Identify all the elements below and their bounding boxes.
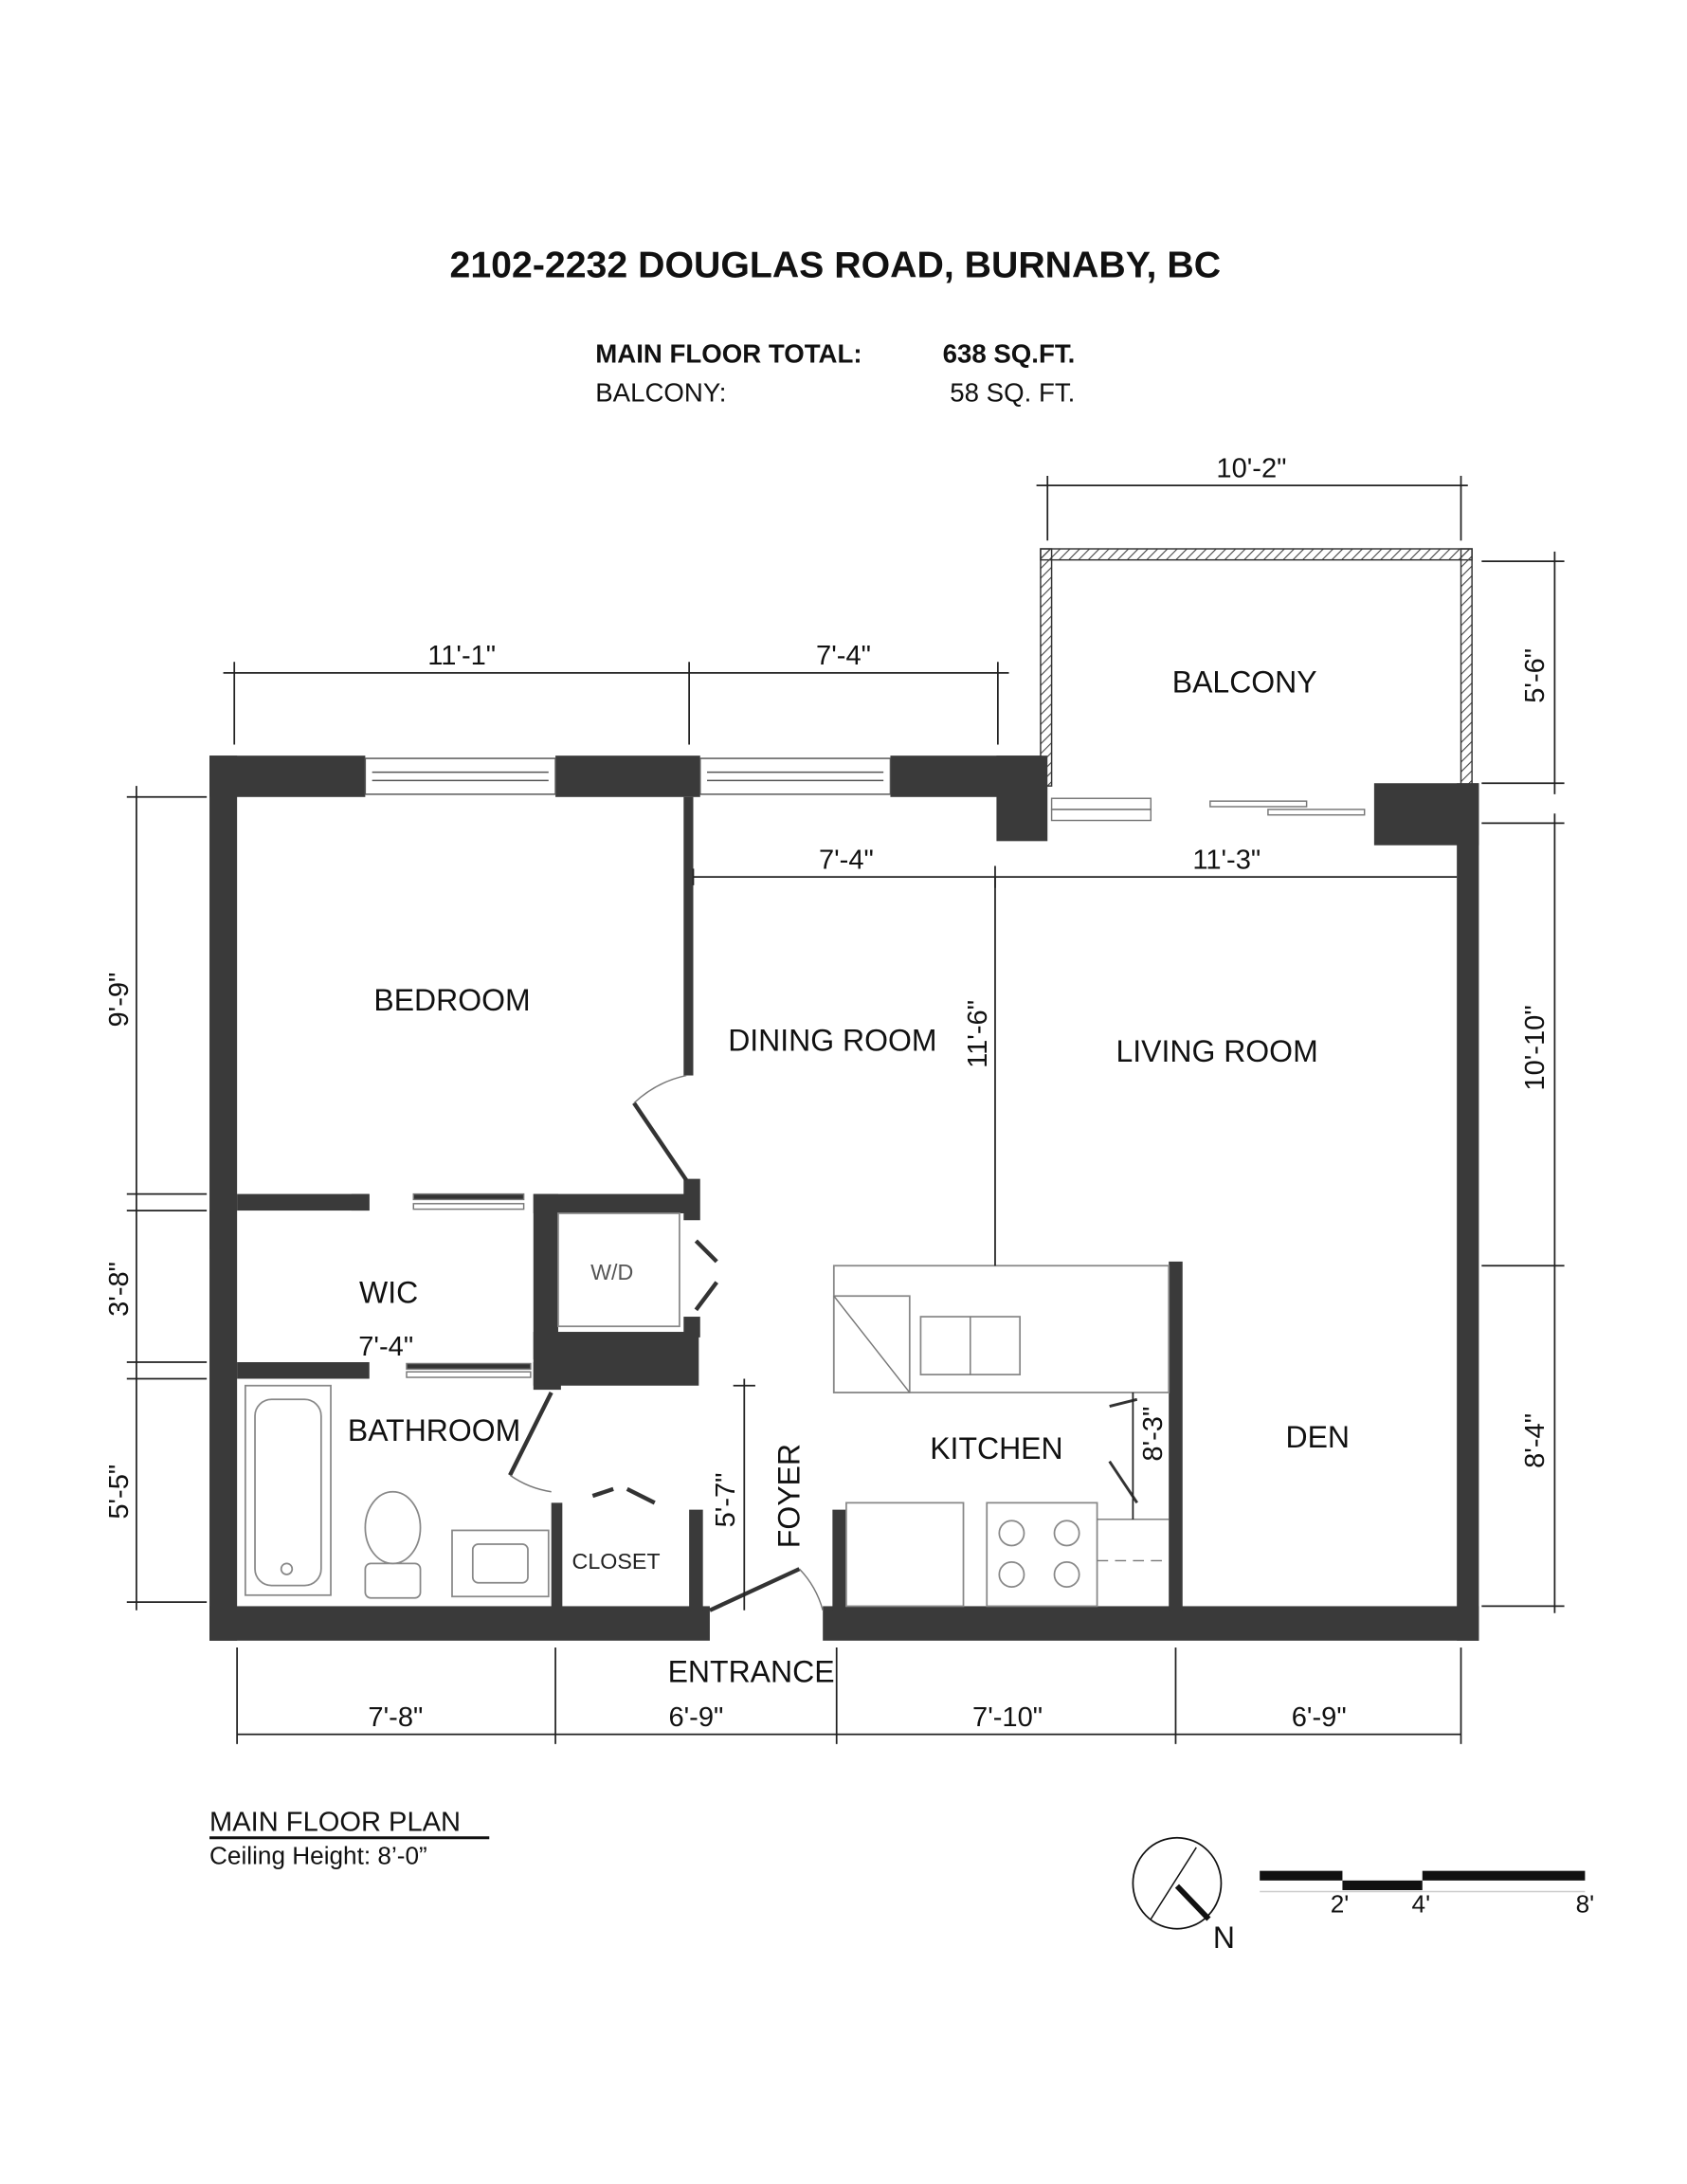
entrance-label: ENTRANCE bbox=[668, 1654, 835, 1688]
north-arrow-icon bbox=[1132, 1836, 1223, 1930]
sliding-doors bbox=[406, 797, 1366, 1378]
dim-bath-depth: 5'-5" bbox=[104, 1465, 135, 1520]
room-label-dining: DINING ROOM bbox=[728, 1023, 936, 1057]
room-label-living: LIVING ROOM bbox=[1116, 1034, 1317, 1068]
dim-kitchen-depth: 8'-3" bbox=[1138, 1407, 1169, 1462]
dim-wic-depth: 3'-8" bbox=[104, 1262, 135, 1317]
dim-bedroom-depth: 9'-9" bbox=[104, 973, 135, 1028]
plan-title: MAIN FLOOR PLAN bbox=[209, 1807, 461, 1837]
dimension-lines bbox=[126, 475, 1565, 1744]
dim-bottom-1: 7'-8" bbox=[368, 1702, 423, 1733]
ceiling-height: Ceiling Height: 8’-0” bbox=[209, 1841, 427, 1869]
dim-balcony-width: 10'-2" bbox=[1216, 453, 1286, 483]
dim-living-right-depth: 10'-10" bbox=[1520, 1005, 1551, 1090]
room-label-balcony: BALCONY bbox=[1172, 664, 1317, 699]
scale-label-2: 2' bbox=[1331, 1889, 1350, 1918]
room-label-den: DEN bbox=[1285, 1420, 1350, 1454]
dim-balcony-depth: 5'-6" bbox=[1520, 648, 1551, 703]
balcony-area-value: 58 SQ. FT. bbox=[950, 377, 1075, 407]
windows bbox=[364, 757, 892, 795]
dim-bottom-3: 7'-10" bbox=[972, 1702, 1043, 1733]
walls bbox=[209, 755, 1479, 1641]
room-label-kitchen: KITCHEN bbox=[930, 1431, 1062, 1465]
room-label-bedroom: BEDROOM bbox=[373, 983, 530, 1017]
room-label-wd: W/D bbox=[590, 1260, 633, 1284]
dim-bedroom-width: 11'-1" bbox=[427, 641, 496, 671]
room-label-bathroom: BATHROOM bbox=[348, 1413, 520, 1447]
scale-bar bbox=[1260, 1870, 1586, 1893]
dim-living-depth: 11'-6" bbox=[963, 1000, 993, 1068]
room-label-closet: CLOSET bbox=[572, 1549, 661, 1574]
dim-dining-width: 7'-4" bbox=[819, 845, 874, 875]
address-title: 2102-2232 DOUGLAS ROAD, BURNABY, BC bbox=[450, 245, 1222, 286]
main-floor-label: MAIN FLOOR TOTAL: bbox=[595, 339, 862, 369]
dim-den-depth: 8'-4" bbox=[1520, 1413, 1551, 1468]
dim-bottom-4: 6'-9" bbox=[1292, 1702, 1347, 1733]
scale-label-8: 8' bbox=[1576, 1889, 1595, 1918]
dim-foyer-depth: 5'-7" bbox=[711, 1473, 741, 1528]
balcony-area-label: BALCONY: bbox=[595, 377, 726, 407]
room-label-foyer: FOYER bbox=[771, 1444, 806, 1548]
north-label: N bbox=[1213, 1920, 1235, 1955]
scale-label-4: 4' bbox=[1412, 1889, 1431, 1918]
dim-bottom-2: 6'-9" bbox=[668, 1702, 723, 1733]
dim-wic-width: 7'-4" bbox=[358, 1332, 413, 1362]
room-label-wic: WIC bbox=[359, 1276, 418, 1310]
dim-living-width: 11'-3" bbox=[1192, 845, 1261, 875]
doors bbox=[508, 1074, 1138, 1612]
main-floor-value: 638 SQ.FT. bbox=[943, 339, 1076, 369]
fixtures bbox=[244, 1212, 1170, 1608]
dim-dining-top-width: 7'-4" bbox=[816, 641, 871, 671]
